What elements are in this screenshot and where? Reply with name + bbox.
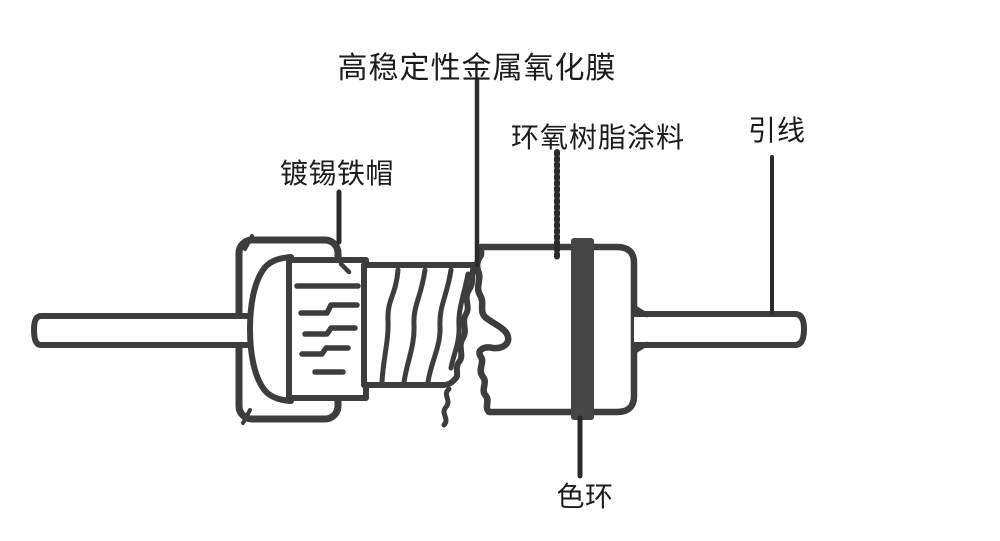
metal-oxide-film-section: [361, 262, 478, 428]
cap-corner-notch: [241, 408, 252, 425]
hatch-line: [298, 302, 360, 316]
left-lead-wire: [31, 313, 267, 348]
spiral-groove-line: [379, 267, 401, 385]
color-ring-band: [571, 238, 594, 420]
break-squiggle: [441, 386, 452, 428]
spiral-groove-line: [448, 271, 471, 371]
epoxy-resin-body: [473, 243, 638, 416]
right-lead-wire: [631, 304, 807, 355]
lead-junction-barb: [631, 304, 650, 318]
label-color-ring: 色环: [556, 480, 614, 513]
label-lead-wire: 引线: [747, 114, 807, 147]
cap-hatch-plate: [286, 257, 369, 401]
spiral-groove-line: [401, 267, 428, 385]
hatch-line: [299, 345, 351, 357]
lead-junction-barb: [631, 341, 650, 355]
label-tin-plated-cap: 镀锡铁帽: [279, 157, 395, 190]
label-epoxy-coating: 环氧树脂涂料: [510, 121, 686, 154]
hatch-tick: [338, 261, 352, 275]
spiral-groove-line: [425, 267, 454, 385]
label-metal-oxide-film: 高稳定性金属氧化膜: [337, 51, 617, 86]
cap-corner-notch: [243, 234, 254, 251]
hatch-line: [302, 325, 358, 337]
tin-cap-inner: [247, 254, 294, 404]
